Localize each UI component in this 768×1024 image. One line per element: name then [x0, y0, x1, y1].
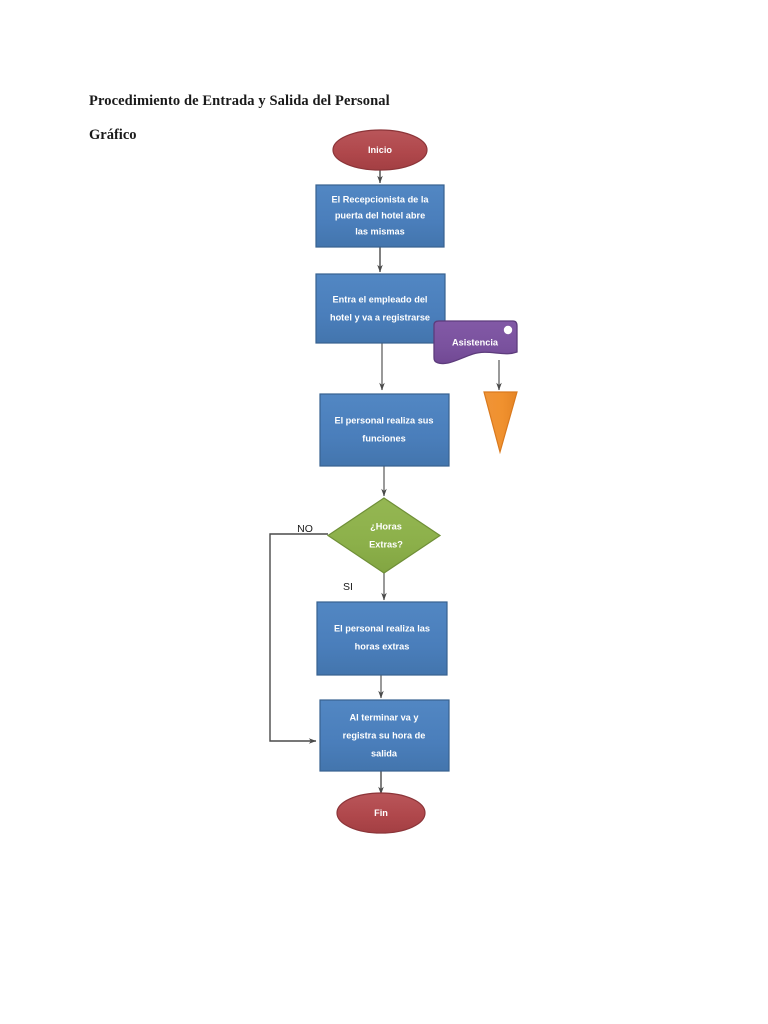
branch-label-no: NO: [297, 523, 313, 535]
node-label-reception-line3: las mismas: [355, 226, 405, 236]
node-label-overtime-line2: horas extras: [355, 641, 410, 651]
process-shape-checkout: [319, 699, 450, 772]
connector-group: [269, 169, 502, 795]
node-label-decision-line1: ¿Horas: [370, 521, 402, 531]
node-label-overtime-line1: El personal realiza las: [334, 623, 430, 633]
terminator-shape-start: [332, 129, 428, 171]
process-shape-employee-entry: [315, 273, 446, 344]
node-data-asistencia[interactable]: Asistencia: [433, 320, 518, 365]
branch-label-si: SI: [343, 581, 353, 593]
page-title: Procedimiento de Entrada y Salida del Pe…: [89, 93, 390, 109]
node-label-start: Inicio: [368, 145, 392, 155]
node-orange-arrow-shape[interactable]: [483, 391, 518, 455]
node-process-reception[interactable]: El Recepcionista de la puerta del hotel …: [315, 184, 445, 248]
node-label-end: Fin: [374, 808, 388, 818]
node-label-reception-line2: puerta del hotel abre: [335, 210, 425, 220]
node-label-checkout-line3: salida: [371, 748, 398, 758]
node-label-checkout-line1: Al terminar va y: [350, 712, 420, 722]
section-heading-grafico: Gráfico: [89, 127, 137, 143]
node-decision-horas-extras[interactable]: ¿Horas Extras?: [326, 497, 442, 574]
node-label-asistencia: Asistencia: [452, 337, 499, 347]
connector-decision-no-branch: [269, 533, 328, 744]
node-start-inicio[interactable]: Inicio: [332, 129, 428, 171]
node-label-employee-line2: hotel y va a registrarse: [330, 312, 430, 322]
node-process-overtime[interactable]: El personal realiza las horas extras: [316, 601, 448, 676]
node-label-employee-line1: Entra el empleado del: [333, 294, 428, 304]
node-label-checkout-line2: registra su hora de: [343, 730, 426, 740]
process-shape-overtime: [316, 601, 448, 676]
node-process-employee-entry[interactable]: Entra el empleado del hotel y va a regis…: [315, 273, 446, 344]
node-process-checkout[interactable]: Al terminar va y registra su hora de sal…: [319, 699, 450, 772]
white-dot-icon: [503, 325, 513, 335]
terminator-shape-end: [336, 792, 426, 834]
decision-shape-horas-extras: [326, 497, 442, 574]
data-shape-asistencia: [433, 320, 518, 365]
process-shape-reception: [315, 184, 445, 248]
node-label-functions-line2: funciones: [362, 433, 405, 443]
node-label-decision-line2: Extras?: [369, 539, 403, 549]
node-label-reception-line1: El Recepcionista de la: [331, 194, 429, 204]
down-arrow-icon: [483, 391, 518, 455]
node-label-functions-line1: El personal realiza sus: [334, 415, 433, 425]
node-end-fin[interactable]: Fin: [336, 792, 426, 834]
process-shape-functions: [319, 393, 450, 467]
node-process-functions[interactable]: El personal realiza sus funciones: [319, 393, 450, 467]
